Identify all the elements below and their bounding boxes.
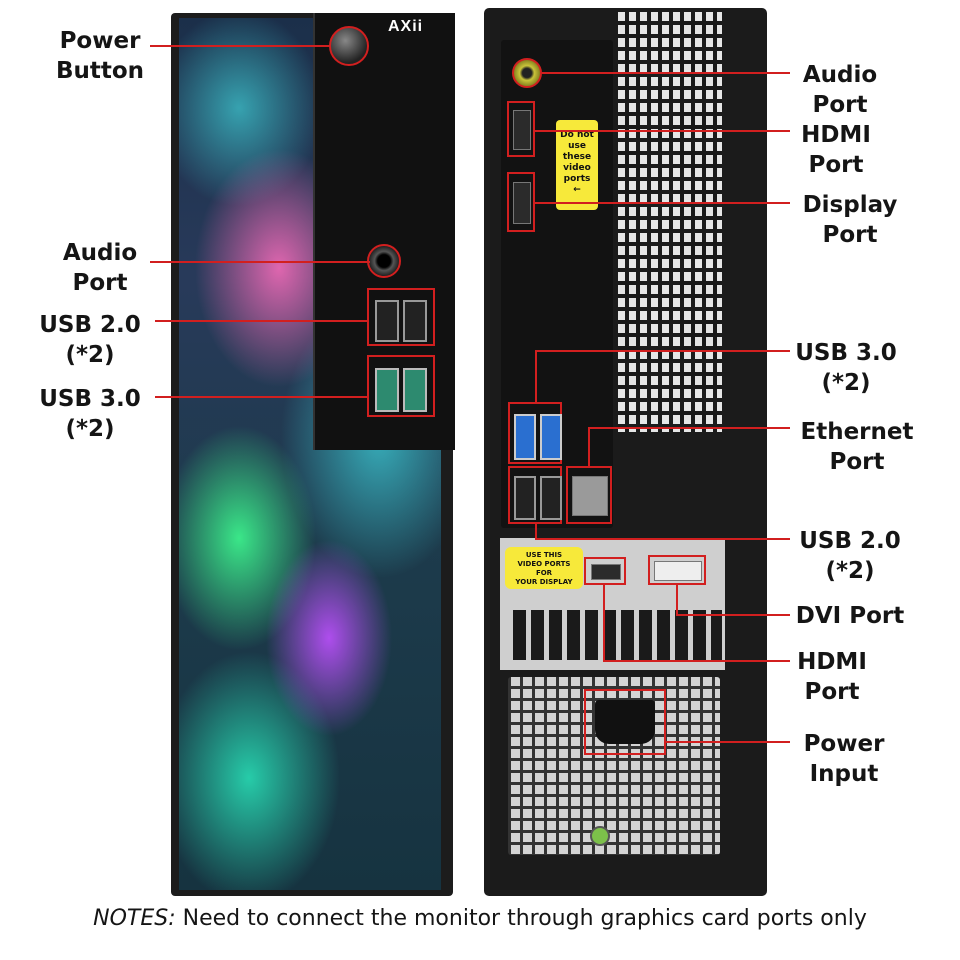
rear-displayport-highlight	[507, 172, 535, 232]
front-usb3-port[interactable]	[403, 368, 427, 412]
footer-note: NOTES: Need to connect the monitor throu…	[0, 906, 960, 931]
rear-usb2-port[interactable]	[514, 476, 536, 520]
psu-test-led	[590, 826, 610, 846]
callout-line	[603, 660, 790, 662]
front-usb3-port[interactable]	[375, 368, 399, 412]
rear-usb2-port[interactable]	[540, 476, 562, 520]
front-usb2-port[interactable]	[375, 300, 399, 342]
ethernet-port[interactable]	[572, 476, 608, 516]
expansion-slots	[508, 610, 722, 660]
callout-line	[535, 350, 790, 352]
card-hdmi-highlight	[584, 557, 626, 585]
brand-logo: AXii	[388, 18, 424, 35]
callout-line	[150, 45, 330, 47]
callout-line	[155, 320, 367, 322]
rear-usb3-port[interactable]	[540, 414, 562, 460]
dvi-port[interactable]	[654, 561, 702, 581]
dvi-highlight	[648, 555, 706, 585]
callout-line	[676, 614, 790, 616]
rear-hdmi-port[interactable]	[513, 110, 531, 150]
front-usb3-highlight	[367, 355, 435, 417]
callout-line	[588, 427, 590, 466]
rear-hdmi-highlight	[507, 101, 535, 157]
note-text: Need to connect the monitor through grap…	[182, 906, 867, 931]
vent-grille	[614, 12, 722, 432]
label-front-usb2: USB 2.0(*2)	[39, 312, 141, 368]
callout-line	[535, 130, 790, 132]
card-hdmi-port[interactable]	[591, 564, 621, 580]
power-supply	[508, 677, 720, 855]
callout-line	[535, 538, 790, 540]
label-front-usb3: USB 3.0(*2)	[39, 386, 141, 442]
callout-line	[676, 585, 678, 615]
callout-line	[535, 350, 537, 402]
label-rear-usb3: USB 3.0(*2)	[795, 340, 897, 396]
callout-line	[535, 524, 537, 538]
power-input-highlight	[584, 689, 666, 755]
callout-line	[150, 261, 370, 263]
callout-line	[588, 427, 790, 429]
label-rear-usb2: USB 2.0(*2)	[799, 528, 901, 584]
power-button[interactable]	[329, 26, 369, 66]
callout-line	[542, 72, 790, 74]
callout-line	[535, 202, 790, 204]
note-prefix: NOTES:	[93, 906, 176, 931]
audio-jack-front[interactable]	[367, 244, 401, 278]
audio-jack-rear[interactable]	[512, 58, 542, 88]
power-input-socket[interactable]	[595, 700, 655, 744]
callout-line	[155, 396, 367, 398]
label-dvi-port: DVI Port	[795, 603, 905, 629]
callout-line	[666, 741, 790, 743]
front-usb2-highlight	[367, 288, 435, 346]
front-usb2-port[interactable]	[403, 300, 427, 342]
rear-usb3-port[interactable]	[514, 414, 536, 460]
ethernet-highlight	[566, 466, 612, 524]
rear-display-port[interactable]	[513, 182, 531, 224]
callout-line	[603, 585, 605, 661]
